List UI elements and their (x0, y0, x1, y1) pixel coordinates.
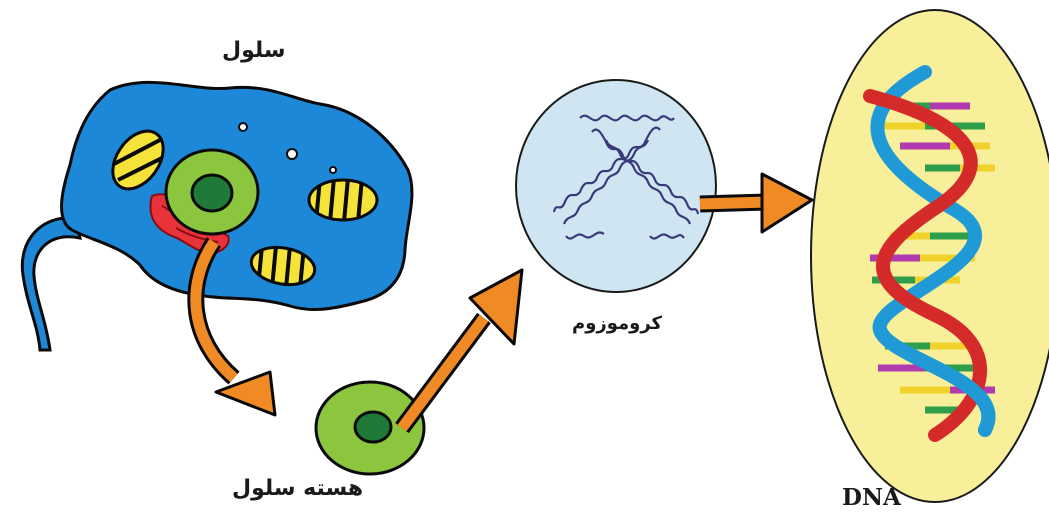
chromosome-circle (516, 80, 716, 292)
cell-tail (22, 218, 80, 350)
dna-panel (811, 10, 1049, 502)
cell (22, 82, 412, 350)
chromosome-label: کروموزوم (572, 313, 662, 334)
chromosome (516, 80, 716, 292)
vesicle (287, 149, 297, 159)
dna-label: DNA (842, 484, 901, 511)
mitochondrion (309, 178, 377, 222)
vesicle (330, 167, 336, 173)
vesicle (239, 123, 247, 131)
arrow-nucleus-to-chromosome (402, 270, 522, 428)
cell-nucleolus (192, 175, 232, 211)
nucleus-label: هسته سلول (232, 476, 363, 501)
cell-label: سلول (222, 38, 286, 63)
